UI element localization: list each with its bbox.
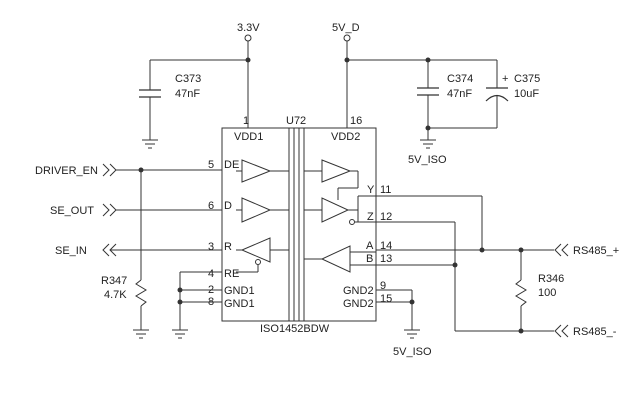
ic-u72: U72 ISO1452BDW 1 VDD1 16 VDD2 5 DE 6 D 3…: [208, 115, 392, 335]
c375-value: 10uF: [514, 88, 539, 100]
resistor-r346: R346 100: [515, 250, 564, 331]
gnd2-ground: 5V_ISO: [376, 289, 432, 358]
pin-num-14: 14: [380, 240, 392, 252]
pin-r: R: [224, 241, 232, 253]
c375-ref: C375: [514, 73, 540, 85]
ic-ref: U72: [286, 115, 306, 127]
pin-num-4: 4: [208, 268, 214, 280]
label-5v-d: 5V_D: [332, 22, 360, 34]
c373-ref: C373: [175, 73, 201, 85]
label-rs485-minus: RS485_-: [573, 326, 617, 338]
capacitor-c374: C374 47nF: [417, 60, 473, 128]
pin-b: B: [366, 253, 373, 265]
pin-gnd2a: GND2: [343, 285, 374, 297]
pin-z: Z: [367, 211, 374, 223]
resistor-r347: R347 4.7K: [101, 170, 149, 339]
capacitor-c375: + C375 10uF 5V_ISO: [408, 60, 540, 166]
pin-y: Y: [367, 184, 375, 196]
pin-de: DE: [224, 159, 239, 171]
de-buffer-right: [321, 159, 352, 183]
pin-num-15: 15: [380, 293, 392, 305]
pin-vdd2: VDD2: [331, 131, 360, 143]
pin-gnd1b: GND1: [224, 298, 255, 310]
pin-num-1: 1: [243, 115, 249, 127]
pin-num-13: 13: [380, 253, 392, 265]
net-driver-en: DRIVER_EN: [35, 163, 222, 177]
r-buffer-left: [240, 237, 271, 263]
pin-re: RE: [224, 268, 239, 280]
pin-num-6: 6: [208, 200, 214, 212]
net-se-out: SE_OUT: [50, 203, 222, 217]
label-driver-en: DRIVER_EN: [35, 165, 98, 177]
c373-value: 47nF: [175, 88, 200, 100]
pin-num-5: 5: [208, 159, 214, 171]
power-rail-5v-d: 5V_D: [332, 22, 497, 128]
label-5v-iso-bottom: 5V_ISO: [393, 346, 432, 358]
d-buffer-right: [321, 197, 350, 223]
r347-value: 4.7K: [104, 289, 127, 301]
pin-a: A: [366, 240, 374, 252]
net-rs485-plus: RS485_+: [376, 195, 619, 257]
pin-gnd1a: GND1: [224, 285, 255, 297]
ic-part: ISO1452BDW: [260, 323, 330, 335]
pin-num-11: 11: [380, 184, 391, 196]
r-buffer-right: [320, 245, 351, 273]
c374-ref: C374: [447, 73, 473, 85]
label-rs485-plus: RS485_+: [573, 245, 619, 257]
pin-num-16: 16: [350, 115, 362, 127]
pin-num-12: 12: [380, 211, 392, 223]
r347-ref: R347: [101, 275, 127, 287]
pin-vdd1: VDD1: [234, 131, 263, 143]
pin-gnd2b: GND2: [343, 298, 374, 310]
pin-num-3: 3: [208, 241, 214, 253]
gnd1-ground: [172, 271, 222, 339]
r346-ref: R346: [538, 273, 564, 285]
power-rail-3v3: 3.3V: [150, 22, 260, 128]
capacitor-c373: C373 47nF: [139, 60, 201, 149]
c374-value: 47nF: [447, 88, 472, 100]
label-se-in: SE_IN: [55, 245, 87, 257]
pin-num-9: 9: [380, 280, 386, 292]
d-buffer-left: [241, 197, 272, 223]
r346-value: 100: [538, 287, 556, 299]
pin-d: D: [224, 200, 232, 212]
label-3v3: 3.3V: [237, 22, 260, 34]
label-se-out: SE_OUT: [50, 205, 94, 217]
net-se-in: SE_IN: [55, 243, 222, 257]
c375-plus: +: [502, 73, 508, 85]
label-5v-iso-top: 5V_ISO: [408, 154, 447, 166]
de-buffer-left: [241, 159, 272, 183]
